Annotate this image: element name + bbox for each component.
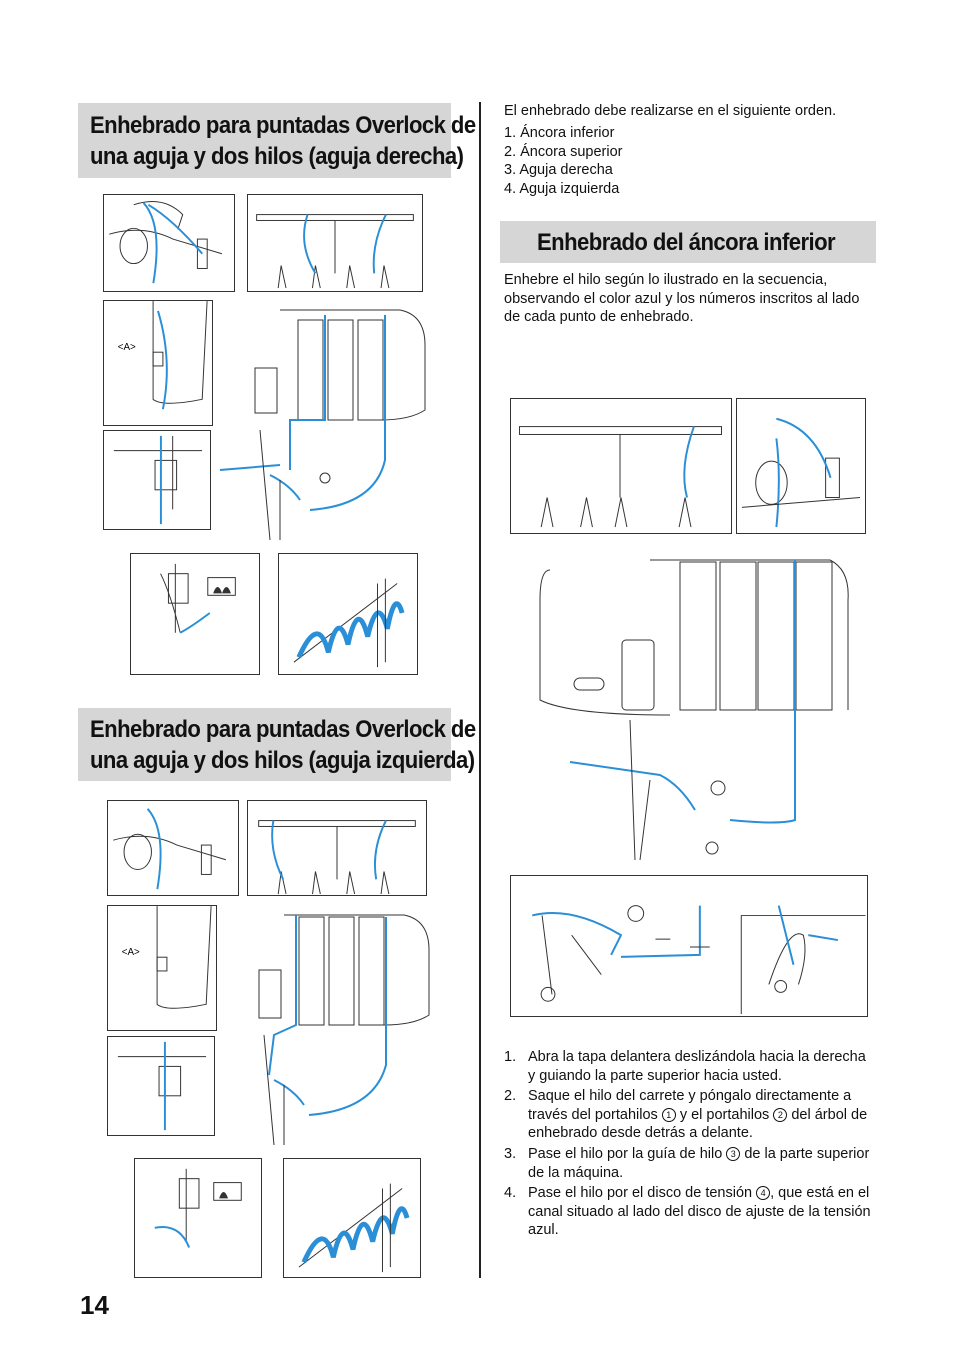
circled-number: 3 <box>726 1146 741 1161</box>
section1-title-line1: Enhebrado para puntadas Overlock de <box>90 111 476 139</box>
fig2-tension-dial <box>107 800 239 896</box>
section3-intro: Enhebre el hilo según lo ilustrado en la… <box>504 272 860 326</box>
fig1-thread-tree <box>247 194 423 292</box>
fig2-cover-a: <A> <box>107 905 217 1031</box>
circled-number: 4 <box>756 1186 771 1201</box>
step-item: 3. Pase el hilo por la guía de hilo 3 de… <box>504 1145 870 1181</box>
fig1-stitch-closeup <box>278 553 418 675</box>
section1-title-box: Enhebrado para puntadas Overlock de una … <box>78 103 476 178</box>
section2-title-line1: Enhebrado para puntadas Overlock de <box>90 715 476 743</box>
fig2-label-a: <A> <box>122 947 140 958</box>
section1-title-line2: una aguja y dos hilos (aguja derecha) <box>90 142 464 170</box>
fig1-tension-dial <box>103 194 235 292</box>
step-item: 1. Abra la tapa delantera deslizándola h… <box>504 1049 866 1084</box>
fig1-needle-detail <box>103 430 211 530</box>
fig3-tension-dial <box>736 398 866 534</box>
order-item: 1. Áncora inferior <box>504 125 615 141</box>
fig2-machine <box>214 905 438 1146</box>
fig2-stitch-closeup <box>283 1158 421 1278</box>
fig1-label-a: <A> <box>118 342 136 353</box>
section3-title: Enhebrado del áncora inferior <box>537 228 836 256</box>
fig2-needle-detail <box>107 1036 215 1136</box>
order-item: 2. Áncora superior <box>504 143 623 160</box>
step-item: 2. Saque el hilo del carrete y póngalo d… <box>504 1088 868 1142</box>
fig3-thread-tree <box>510 398 732 534</box>
page-number: 14 <box>80 1290 109 1320</box>
fig1-machine <box>210 300 438 541</box>
order-list: 1. Áncora inferior 2. Áncora superior 3.… <box>504 124 622 198</box>
order-item: 3. Aguja derecha <box>504 162 613 179</box>
threading-steps: 1. Abra la tapa delantera deslizándola h… <box>504 1048 874 1242</box>
section2-title-line2: una aguja y dos hilos (aguja izquierda) <box>90 746 475 774</box>
order-intro: El enhebrado debe realizarse en el sigui… <box>504 103 837 119</box>
section2-title-box: Enhebrado para puntadas Overlock de una … <box>78 708 476 781</box>
fig2-thread-tree <box>247 800 427 896</box>
circled-number: 2 <box>773 1107 788 1122</box>
fig2-stitch-symbol <box>134 1158 262 1278</box>
step-item: 4. Pase el hilo por el disco de tensión … <box>504 1185 871 1239</box>
order-item: 4. Aguja izquierda <box>504 180 620 197</box>
circled-number: 1 <box>661 1107 676 1122</box>
fig3-looper-detail <box>510 875 868 1017</box>
section3-title-box: Enhebrado del áncora inferior <box>500 221 876 263</box>
fig3-machine <box>530 540 860 870</box>
fig1-cover-a: <A> <box>103 300 213 426</box>
column-divider <box>479 102 481 1278</box>
fig1-stitch-symbol <box>130 553 260 675</box>
